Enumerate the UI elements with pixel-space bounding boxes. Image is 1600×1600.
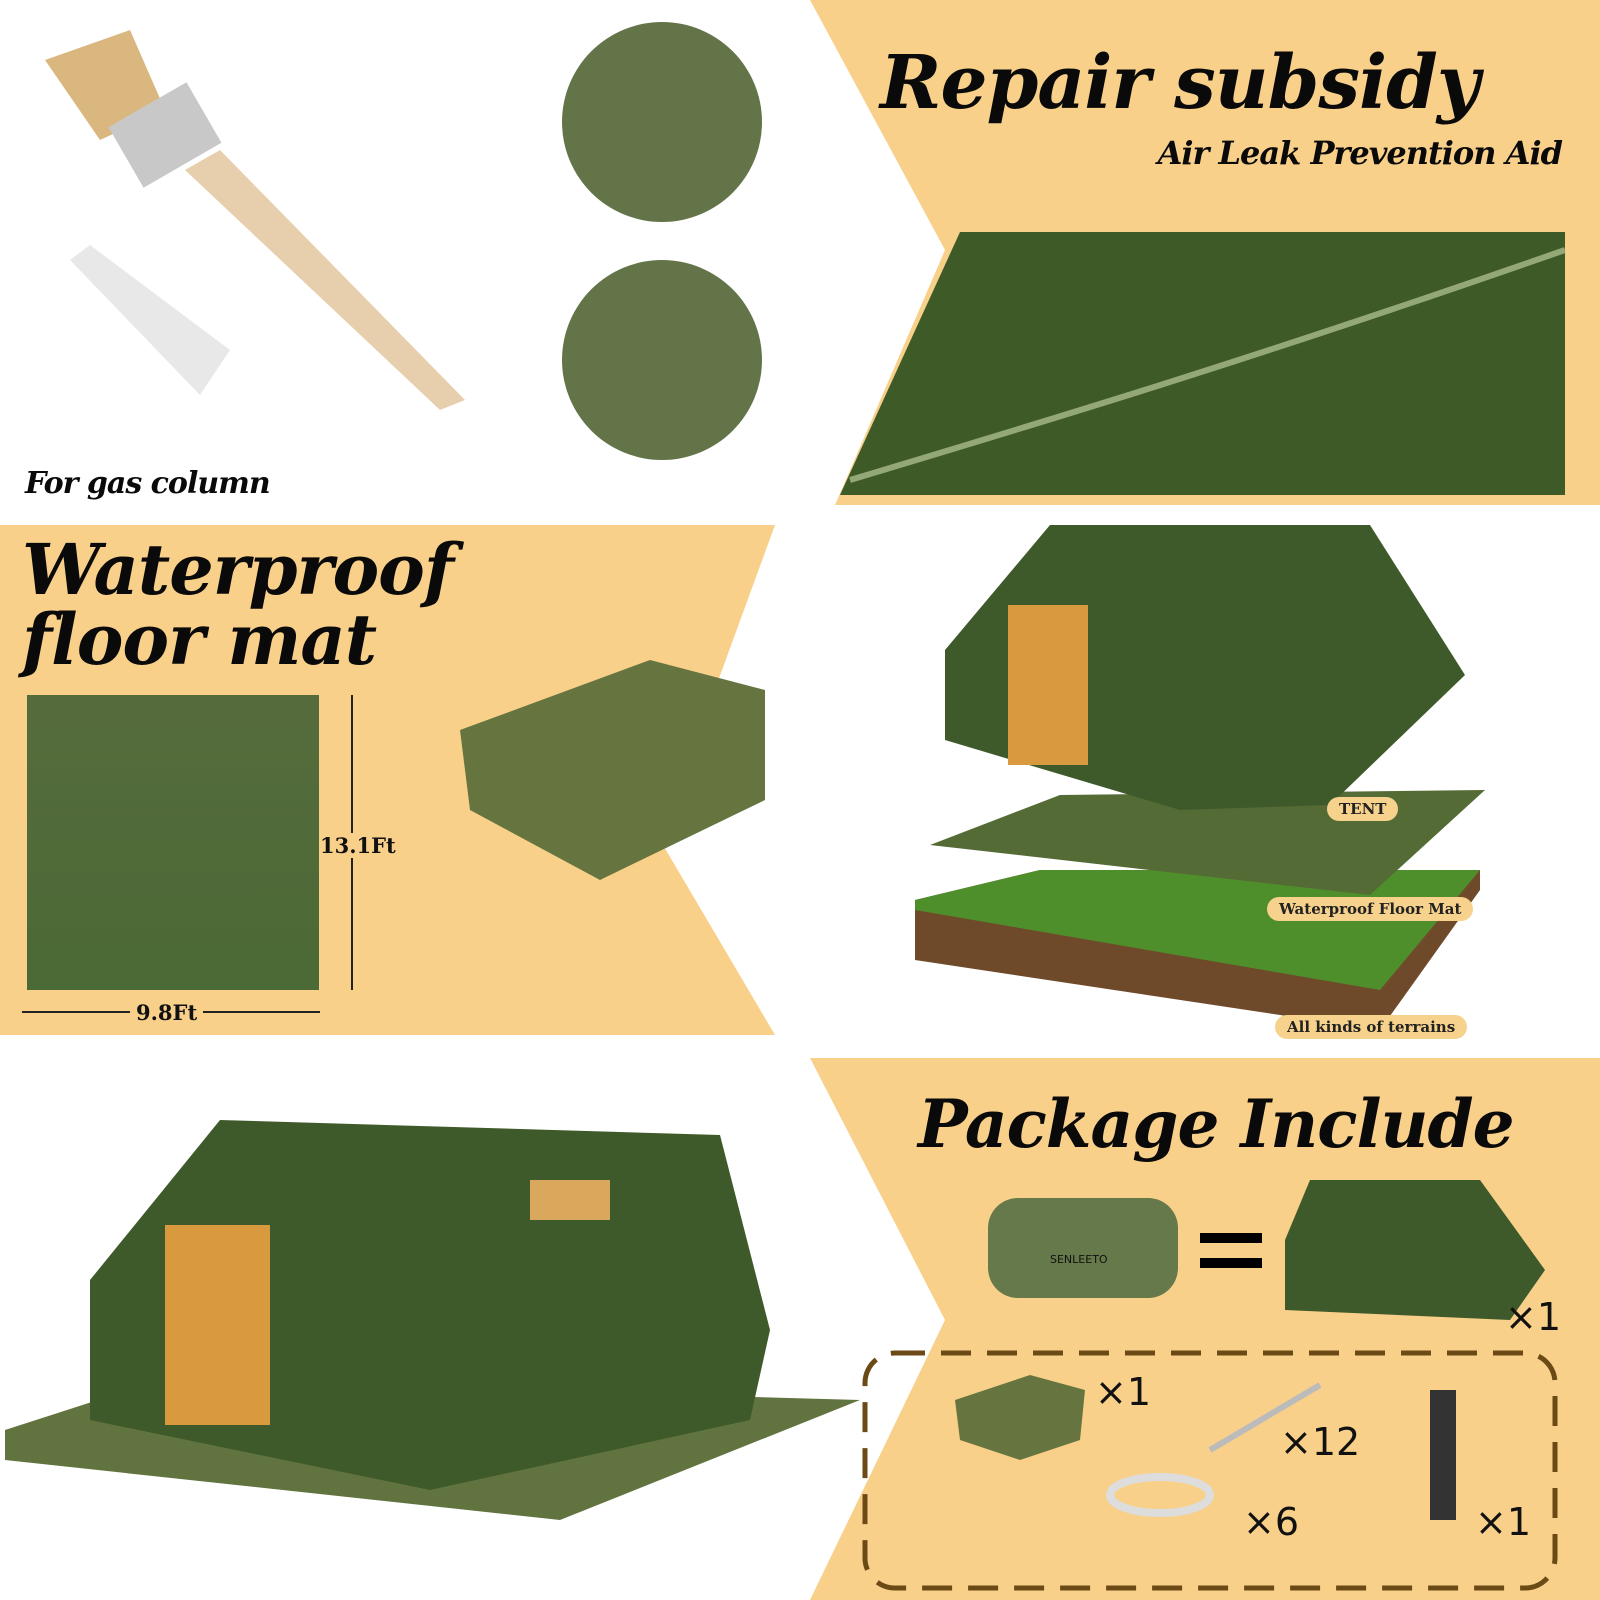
tent-label: TENT [1327, 797, 1399, 821]
repair-caption: For gas column [25, 466, 271, 501]
floor-mat-title-line1: Waterproof [22, 528, 454, 611]
pump-qty: ×1 [1475, 1500, 1532, 1544]
floor-mat-title-line2: floor mat [22, 598, 377, 681]
floor-mat-title: Waterproof floor mat [22, 528, 454, 681]
repair-title: Repair subsidy [880, 40, 1480, 126]
mat-label: Waterproof Floor Mat [1267, 897, 1474, 921]
brush-image [45, 30, 465, 410]
fabric-closeup-image [840, 232, 1565, 495]
tent-product-image [5, 1120, 860, 1520]
tent-qty: ×1 [1505, 1295, 1562, 1339]
package-mat-image [955, 1375, 1085, 1460]
pump-image [1430, 1390, 1456, 1520]
package-tent-image [1285, 1180, 1545, 1320]
stakes-image [1208, 1382, 1322, 1453]
mat-qty: ×1 [1095, 1370, 1152, 1414]
repair-patch-1 [562, 22, 762, 222]
mat-width-label: 9.8Ft [130, 1000, 204, 1025]
carry-bag-image [988, 1198, 1178, 1298]
repair-patch-2 [562, 260, 762, 460]
brand-logo: SENLEETO [1050, 1253, 1108, 1266]
terrain-label: All kinds of terrains [1275, 1015, 1468, 1039]
repair-subtitle: Air Leak Prevention Aid [1157, 134, 1563, 172]
tent-layer-diagram [915, 525, 1485, 1030]
package-title: Package Include [918, 1085, 1515, 1163]
ropes-image [1106, 1473, 1214, 1517]
folded-mat-image [460, 660, 765, 880]
stakes-qty: ×12 [1280, 1420, 1361, 1464]
floor-mat-image [27, 695, 319, 990]
mat-height-label: 13.1Ft [320, 833, 396, 858]
accessories-box [862, 1350, 1558, 1591]
ropes-qty: ×6 [1243, 1500, 1300, 1544]
glue-tube-image [70, 245, 230, 395]
